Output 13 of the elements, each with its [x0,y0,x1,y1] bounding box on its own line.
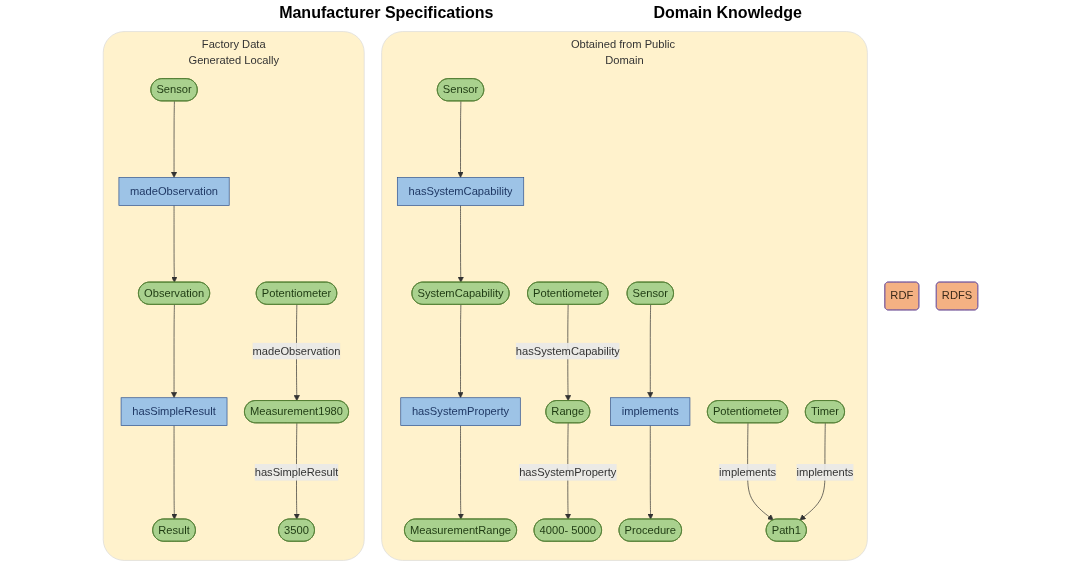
edge-label: hasSimpleResult [254,466,339,478]
edge-label: hasSystemProperty [519,466,617,478]
edge-label: implements [796,466,854,478]
node-box: hasSystemProperty [400,397,521,426]
edge-label: madeObservation [252,344,341,357]
edge-label: implements [719,466,777,478]
edge-label: hasSystemCapability [515,344,620,357]
node-box: hasSystemCapability [396,177,525,206]
column-heading: Domain Knowledge [653,4,802,22]
node-box: madeObservation [118,177,230,206]
column-heading: Manufacturer Specifications [279,4,494,22]
node-box: implements [610,397,691,426]
node-box: hasSimpleResult [120,397,228,426]
